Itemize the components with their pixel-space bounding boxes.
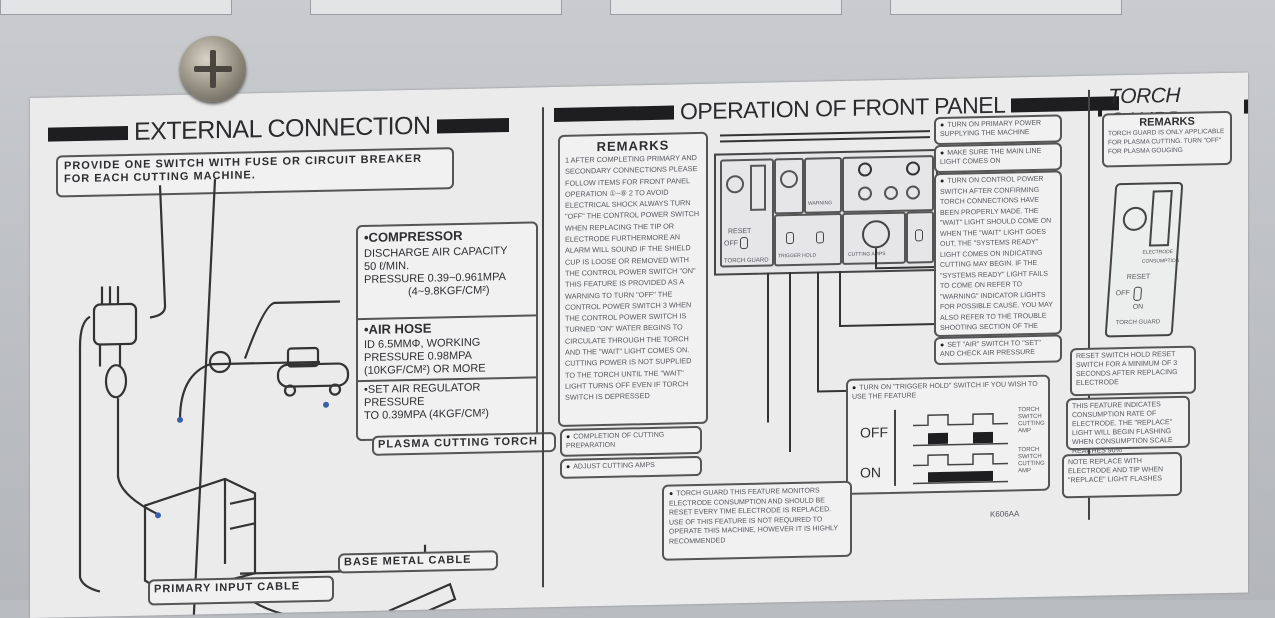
step-main-light: MAKE SURE THE MAIN LINE LIGHT COMES ON — [934, 142, 1062, 174]
header-bar — [554, 105, 674, 122]
step-primary-power-text: TURN ON PRIMARY POWER SUPPLYING THE MACH… — [940, 119, 1042, 138]
torch-guard-reset-button[interactable] — [1122, 206, 1148, 232]
step-completion: COMPLETION OF CUTTING PREPARATION — [560, 425, 702, 457]
vent-slot — [310, 0, 562, 15]
plasma-torch-label: PLASMA CUTTING TORCH — [372, 431, 556, 456]
vent-slot — [0, 0, 232, 15]
torch-guard-note-text: TORCH GUARD THIS FEATURE MONITORS ELECTR… — [669, 487, 838, 546]
plasma-torch-text: PLASMA CUTTING TORCH — [378, 435, 538, 451]
header-bar — [48, 125, 128, 142]
header-bar — [1243, 99, 1248, 114]
torch-guard-remarks-text: TORCH GUARD IS ONLY APPLICABLE FOR PLASM… — [1108, 127, 1225, 156]
tg-torch-guard-label: TORCH GUARD — [1115, 319, 1161, 327]
remarks-text: 1 AFTER COMPLETING PRIMARY AND SECONDARY… — [565, 153, 700, 403]
replace-note: NOTE REPLACE WITH ELECTRODE AND TIP WHEN… — [1062, 451, 1182, 499]
tg-on-label: ON — [1132, 303, 1144, 311]
vent-slot — [610, 0, 842, 15]
external-connection-title: EXTERNAL CONNECTION — [134, 111, 431, 146]
trigger-off-label: OFF — [860, 424, 888, 441]
reset-switch-note: RESET SWITCH HOLD RESET SWITCH FOR A MIN… — [1070, 345, 1196, 397]
external-connection-header: EXTERNAL CONNECTION — [48, 110, 509, 149]
step-completion-text: COMPLETION OF CUTTING PREPARATION — [566, 431, 665, 450]
trigger-timing-chart — [913, 413, 1008, 485]
trigger-row-label: TORCH SWITCH CUTTING AMP — [1018, 406, 1045, 435]
reset-switch-note-text: RESET SWITCH HOLD RESET SWITCH FOR A MIN… — [1076, 351, 1178, 388]
trigger-on-label: ON — [860, 464, 881, 481]
replace-note-text: NOTE REPLACE WITH ELECTRODE AND TIP WHEN… — [1068, 457, 1164, 485]
primary-input-cable-text: PRIMARY INPUT CABLE — [154, 580, 301, 596]
step-trigger-hold-text: TURN ON "TRIGGER HOLD" SWITCH IF YOU WIS… — [848, 377, 1048, 405]
vent-slot — [890, 0, 1122, 15]
part-code: K606AA — [990, 509, 1020, 519]
header-bar — [436, 117, 509, 133]
step-primary-power: TURN ON PRIMARY POWER SUPPLYING THE MACH… — [934, 114, 1062, 146]
tg-toggle[interactable] — [1133, 286, 1143, 301]
step-air-check: SET "AIR" SWITCH TO "SET" AND CHECK AIR … — [934, 334, 1062, 366]
section-divider — [542, 107, 544, 588]
trigger-hold-box: TURN ON "TRIGGER HOLD" SWITCH IF YOU WIS… — [846, 374, 1050, 495]
torch-guard-note: TORCH GUARD THIS FEATURE MONITORS ELECTR… — [662, 480, 852, 561]
torch-guard-remarks-box: REMARKS TORCH GUARD IS ONLY APPLICABLE F… — [1102, 110, 1232, 168]
header-bar — [1098, 102, 1103, 117]
trigger-row-label: TORCH SWITCH CUTTING AMP — [1018, 446, 1045, 475]
tg-off-label: OFF — [1115, 289, 1130, 298]
step-main-light-text: MAKE SURE THE MAIN LINE LIGHT COMES ON — [940, 147, 1042, 166]
base-metal-cable-label: BASE METAL CABLE — [338, 550, 498, 574]
base-metal-cable-text: BASE METAL CABLE — [344, 553, 472, 569]
step-air-check-text: SET "AIR" SWITCH TO "SET" AND CHECK AIR … — [940, 339, 1041, 358]
instruction-label: EXTERNAL CONNECTION PROVIDE ONE SWITCH W… — [30, 72, 1248, 618]
mounting-screw — [180, 36, 246, 102]
step-control-power: TURN ON CONTROL POWER SWITCH AFTER CONFI… — [934, 170, 1062, 342]
primary-input-cable-label: PRIMARY INPUT CABLE — [148, 575, 334, 606]
front-panel-remarks-box: REMARKS 1 AFTER COMPLETING PRIMARY AND S… — [558, 131, 708, 427]
consumption-note-text: THIS FEATURE INDICATES CONSUMPTION RATE … — [1072, 401, 1173, 456]
bracket-line — [894, 409, 896, 486]
step-control-power-text: TURN ON CONTROL POWER SWITCH AFTER CONFI… — [940, 175, 1053, 343]
consumption-note: THIS FEATURE INDICATES CONSUMPTION RATE … — [1066, 395, 1190, 455]
step-adjust-amps-text: ADJUST CUTTING AMPS — [573, 461, 655, 471]
electrode-label: ELECTRODE CONSUMPTION — [1141, 249, 1180, 265]
tg-reset-label: RESET — [1126, 273, 1151, 282]
electrode-consumption-meter — [1148, 190, 1173, 247]
step-adjust-amps: ADJUST CUTTING AMPS — [560, 455, 702, 479]
torch-guard-panel-diagram: ELECTRODE CONSUMPTION RESET OFF ON TORCH… — [1104, 181, 1184, 338]
